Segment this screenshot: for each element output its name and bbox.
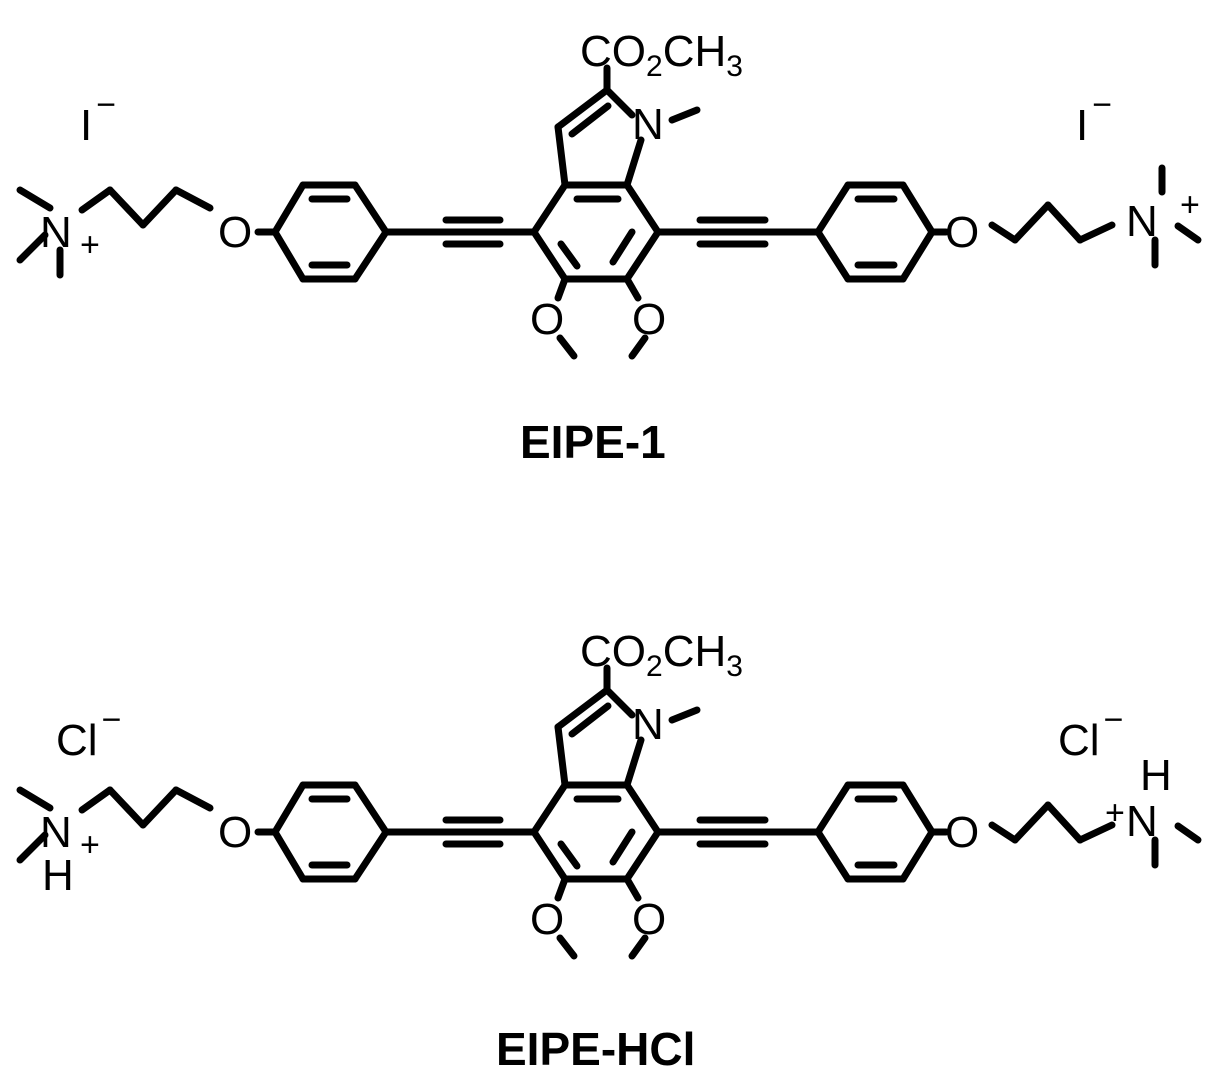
right-ammonium-charge: + [1180,186,1200,224]
right-alkyne [654,816,822,848]
right-phenyl-ring [814,181,936,283]
ring-nitrogen-label: N [632,700,664,749]
pyrrole-ring [554,686,645,789]
right-propyl-chain [928,801,1202,869]
central-benzene-ring [530,781,662,883]
left-ammonium-charge: + [80,826,100,864]
right-propyl-chain [928,164,1202,269]
methoxy-groups [554,275,649,360]
left-alkyne [436,216,538,248]
left-propyl-chain [16,186,279,279]
right-ammonium-nitrogen: N [1126,197,1158,246]
methoxy-oxygen-left: O [530,295,564,344]
right-ammonium-charge: + [1105,794,1125,832]
left-counterion: I− [80,86,116,150]
structure-eipe-1: N CO2CH3 O O [16,27,1202,468]
left-ammonium-nitrogen: N [40,808,72,857]
right-alkyne [654,216,822,248]
pyrrole-ring [554,86,645,189]
n-methyl-bond [668,706,701,724]
n-methyl-bond [668,106,701,124]
structure-eipe-hcl: N CO2CH3 O O [16,627,1202,1075]
left-ether-oxygen: O [218,808,252,857]
methoxy-oxygen-left: O [530,895,564,944]
left-alkyne [436,816,538,848]
left-phenyl-ring [271,781,444,883]
ester-group-label: CO2CH3 [580,27,743,83]
ester-group-label: CO2CH3 [580,627,743,683]
right-ether-oxygen: O [945,808,979,857]
right-phenyl-ring [814,781,936,883]
methoxy-oxygen-right: O [632,895,666,944]
left-ammonium-nitrogen: N [40,208,72,257]
compound-caption-eipe-hcl: EIPE-HCl [496,1023,695,1075]
right-counterion: Cl− [1058,701,1123,765]
left-phenyl-ring [271,181,444,283]
left-ammonium-charge: + [80,226,100,264]
right-counterion: I− [1076,86,1112,150]
left-ether-oxygen: O [218,208,252,257]
left-propyl-chain [16,786,279,864]
left-counterion: Cl− [56,701,121,765]
ring-nitrogen-label: N [632,100,664,149]
right-ammonium-hydrogen: H [1140,751,1172,800]
methoxy-groups [554,875,649,960]
right-ether-oxygen: O [945,208,979,257]
compound-caption-eipe-1: EIPE-1 [520,416,666,468]
methoxy-oxygen-right: O [632,295,666,344]
left-ammonium-hydrogen: H [42,851,74,900]
central-benzene-ring [530,181,662,283]
right-ammonium-nitrogen: N [1126,797,1158,846]
